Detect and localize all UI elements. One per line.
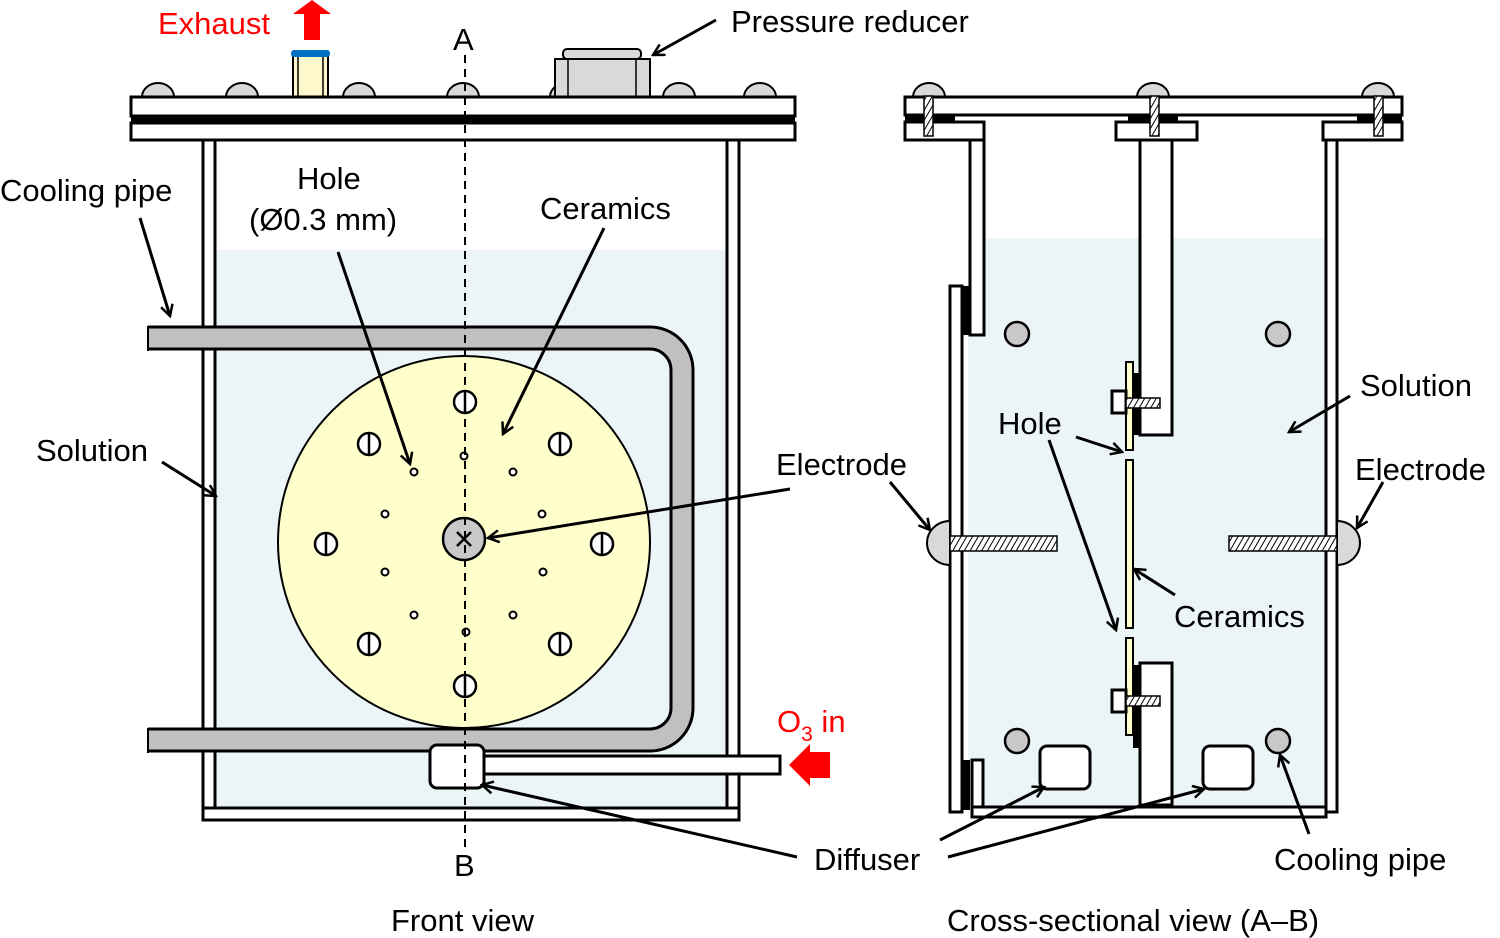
pressure-reducer: [554, 48, 651, 98]
lid-bolt: [1149, 95, 1160, 137]
cooling-pipe-label: Cooling pipe: [0, 173, 172, 208]
lid-bottom-plate: [129, 121, 797, 142]
o3-in-label: O3 in: [777, 704, 846, 746]
bottom-plate: [201, 806, 741, 822]
diffuser-left: [1038, 744, 1092, 791]
lid-top-plate: [129, 95, 797, 118]
cross-sectional-view: Solution Hole Electrode Ceramics Cooling…: [888, 82, 1486, 938]
electrode-label-cross: Electrode: [1355, 452, 1486, 487]
solution-label-cross: Solution: [1360, 368, 1472, 403]
bottom-cross: [970, 805, 1328, 819]
exhaust-port: [291, 50, 330, 98]
ceramics-label: Ceramics: [540, 191, 671, 226]
upper-holder: [1138, 138, 1174, 437]
exhaust-label: Exhaust: [158, 6, 270, 41]
disc-screws: [313, 389, 615, 699]
ceramics-label-cross: Ceramics: [1174, 599, 1305, 634]
lid-screw-heads: [140, 82, 778, 98]
solution-label: Solution: [36, 433, 148, 468]
o3-in-arrow-icon: [789, 744, 830, 786]
electrode-left: [949, 535, 1058, 552]
disc-holes: [380, 451, 548, 637]
section-a-label: A: [453, 22, 474, 57]
electrode-head-right: [1336, 519, 1361, 567]
lid-bolt: [923, 95, 934, 137]
hole-label-cross: Hole: [998, 406, 1062, 441]
electrode-right: [1228, 535, 1338, 552]
ceramic-cross: [1125, 459, 1134, 629]
diffuser-label: Diffuser: [814, 842, 920, 877]
hole-diameter-label: (Ø0.3 mm): [249, 202, 397, 237]
ceramic-cross: [1125, 637, 1134, 736]
right-wall: [725, 138, 741, 812]
cooling-pipe: [147, 325, 695, 753]
right-wall-cross: [1324, 138, 1339, 814]
diffuser-front: [428, 743, 486, 790]
electrode-label: Electrode: [776, 447, 907, 482]
electrode-head-left: [926, 519, 951, 567]
o3-inlet-pipe: [482, 754, 782, 776]
lower-holder: [1138, 661, 1174, 807]
front-view: Exhaust A Pressure reducer Cooling pipe …: [0, 0, 969, 938]
left-wall: [201, 138, 217, 812]
hole-label: Hole: [297, 161, 361, 196]
front-view-caption: Front view: [391, 903, 535, 938]
gasket: [131, 115, 795, 123]
pressure-reducer-label: Pressure reducer: [731, 4, 969, 39]
exhaust-arrow-icon: [293, 0, 331, 40]
cooling-pipe-label-cross: Cooling pipe: [1274, 842, 1446, 877]
lid-bolt: [1373, 95, 1384, 137]
section-b-label: B: [454, 848, 475, 883]
diffuser-right: [1201, 744, 1255, 791]
cross-view-caption: Cross-sectional view (A–B): [947, 903, 1319, 938]
